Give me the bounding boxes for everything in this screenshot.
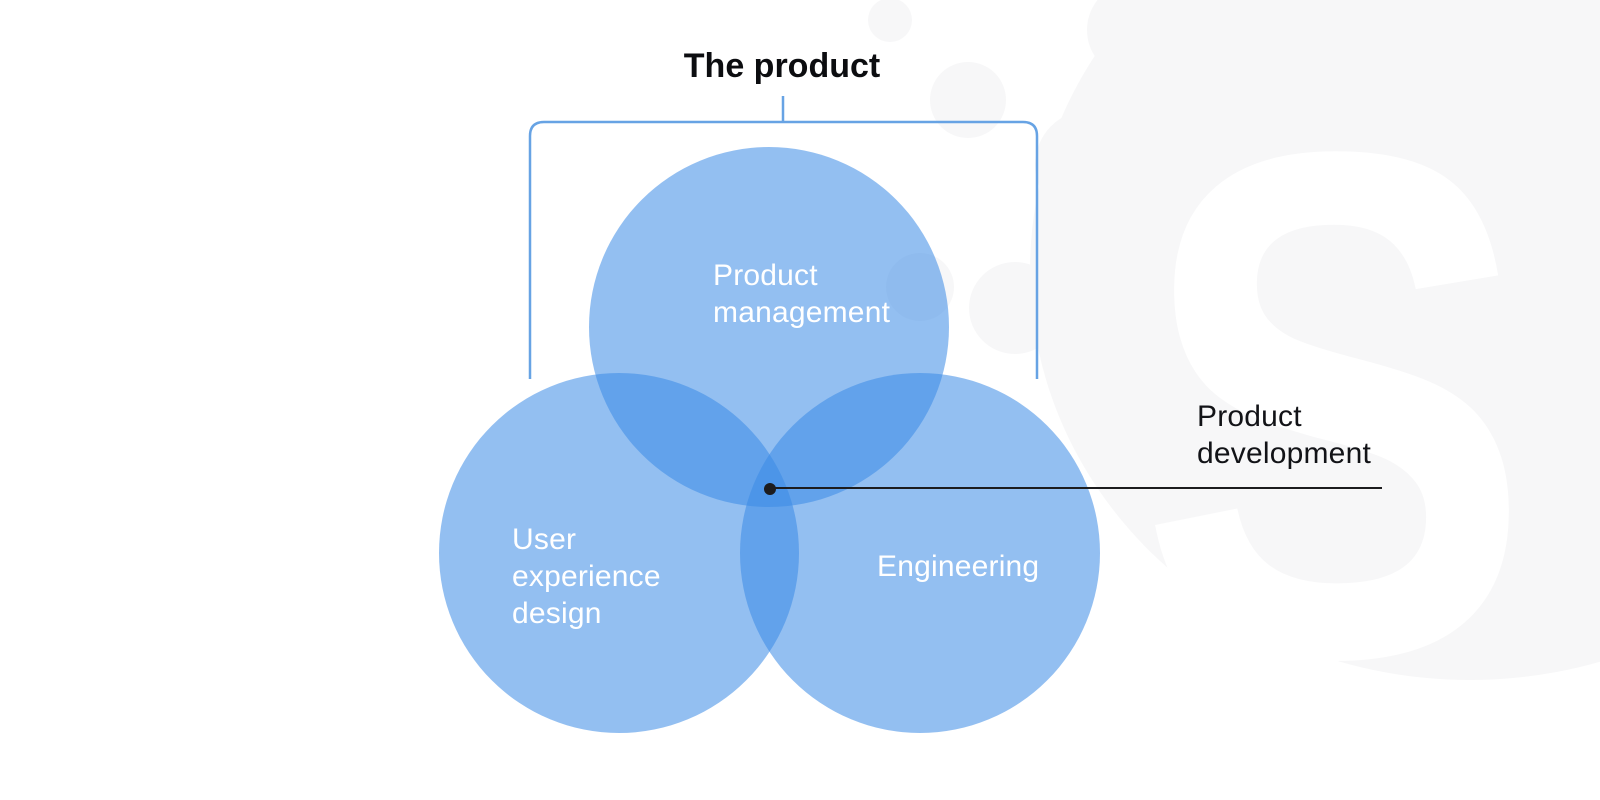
watermark-letter-s: S [1138,2,1532,800]
product-bracket [528,120,1039,379]
decor-dot-2 [930,62,1006,138]
label-product-development: Product development [1197,400,1371,470]
label-product-management: Product management [713,259,891,329]
intersection-dot [764,483,776,495]
label-engineering: Engineering [877,550,1040,583]
diagram-title: The product [683,47,881,85]
circle-engineering [740,373,1100,733]
label-user-experience-design: User experience design [512,523,661,630]
decor-dot-1 [868,0,912,42]
circle-user-experience-design [439,373,799,733]
decor-blob [1030,0,1600,680]
